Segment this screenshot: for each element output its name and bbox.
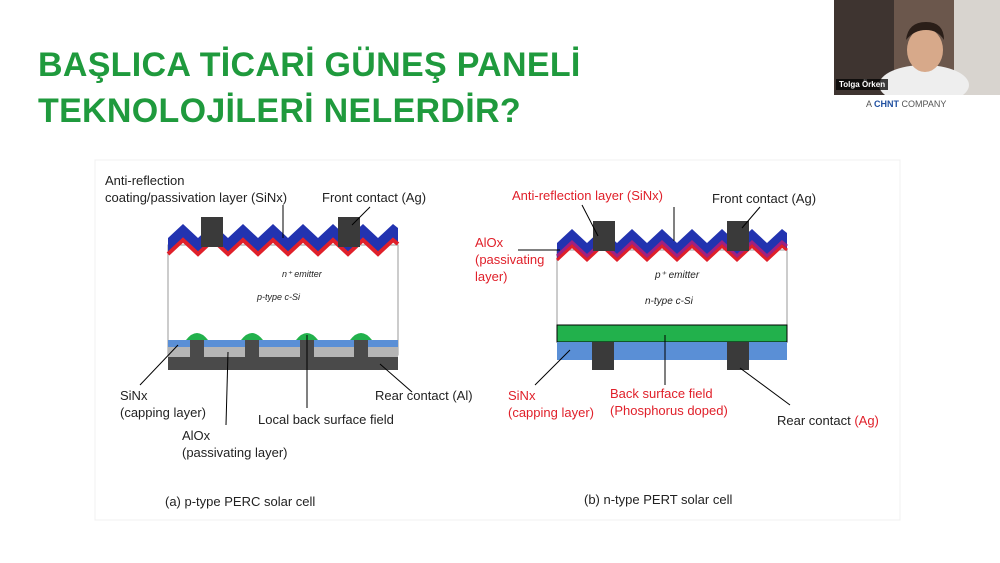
pert-arl-label: Anti-reflection layer (SiNx)	[512, 188, 663, 203]
pert-rear-contact-suffix: (Ag)	[854, 413, 879, 428]
perc-lbsf-dome	[241, 333, 263, 340]
leader-line	[534, 349, 571, 386]
perc-arc-label-1: Anti-reflection	[105, 173, 184, 188]
pert-bsf-layer	[556, 324, 788, 343]
pert-alox-label-2: (passivating	[475, 252, 544, 267]
pert-sinx-label-1: SiNx	[508, 388, 536, 403]
perc-front-contact-2	[338, 217, 360, 247]
pert-base-label: n-type c-Si	[645, 296, 694, 307]
perc-lbsf-dome	[186, 333, 208, 340]
pert-alox-label-3: layer)	[475, 269, 508, 284]
slide-title: BAŞLICA TİCARİ GÜNEŞ PANELİ TEKNOLOJİLER…	[38, 42, 581, 134]
perc-base-label: p-type c-Si	[256, 292, 301, 302]
pert-sinx-label-2: (capping layer)	[508, 405, 594, 420]
pert-rear-contact-2	[727, 342, 749, 370]
perc-alox-label-2: (passivating layer)	[182, 445, 288, 460]
leader-line	[741, 206, 761, 229]
perc-sinx-label-1: SiNx	[120, 388, 148, 403]
pert-emitter-label: p⁺ emitter	[654, 270, 700, 281]
company-suffix: COMPANY	[899, 99, 947, 109]
perc-arc-label-2: coating/passivation layer (SiNx)	[105, 190, 287, 205]
company-brand: CHNT	[874, 99, 900, 109]
slide-title-line1: BAŞLICA TİCARİ GÜNEŞ PANELİ	[38, 46, 581, 84]
pert-rear-contact-prefix: Rear contact	[777, 413, 854, 428]
leader-line	[739, 367, 791, 406]
pert-base	[556, 249, 788, 326]
perc-sinx-capping	[168, 340, 398, 347]
perc-lbsf-label: Local back surface field	[258, 412, 394, 427]
pert-sinx-capping	[557, 342, 787, 360]
leader-line	[225, 351, 229, 426]
perc-alox-label-1: AlOx	[182, 428, 211, 443]
perc-local-contact	[190, 340, 204, 360]
perc-alox	[168, 347, 398, 357]
perc-rear-contact	[168, 357, 398, 370]
company-label: A CHNT COMPANY	[866, 99, 946, 109]
pert-alox-label-1: AlOx	[475, 235, 504, 250]
slide-title-line2: TEKNOLOJİLERİ NELERDİR?	[38, 92, 521, 130]
perc-rear-contact-label: Rear contact (Al)	[375, 388, 473, 403]
perc-sinx-label-2: (capping layer)	[120, 405, 206, 420]
pert-cell: Anti-reflection layer (SiNx) Front conta…	[475, 188, 879, 507]
perc-front-contact-label: Front contact (Ag)	[322, 190, 426, 205]
pert-front-contact-2	[727, 221, 749, 251]
perc-emitter-label: n⁺ emitter	[282, 269, 323, 279]
perc-caption: (a) p-type PERC solar cell	[165, 494, 315, 509]
perc-local-contact	[354, 340, 368, 360]
perc-lbsf-dome	[350, 333, 372, 340]
pert-rear-contact-label: Rear contact (Ag)	[777, 413, 879, 428]
company-prefix: A	[866, 99, 875, 109]
pert-bsf-label-2: (Phosphorus doped)	[610, 403, 728, 418]
leader-line	[351, 206, 371, 226]
leader-line	[379, 363, 413, 393]
pert-rear-contact-1	[592, 342, 614, 370]
leader-line	[581, 204, 599, 237]
perc-cell: Anti-reflection coating/passivation laye…	[105, 173, 473, 509]
pert-caption: (b) n-type PERT solar cell	[584, 492, 732, 507]
leader-line	[139, 344, 179, 386]
pert-front-contact-1	[593, 221, 615, 251]
pert-front-contact-label: Front contact (Ag)	[712, 191, 816, 206]
pert-bsf-label-1: Back surface field	[610, 386, 713, 401]
perc-front-contact-1	[201, 217, 223, 247]
perc-local-contact	[245, 340, 259, 360]
presenter-name: Tolga Örken	[836, 79, 889, 90]
